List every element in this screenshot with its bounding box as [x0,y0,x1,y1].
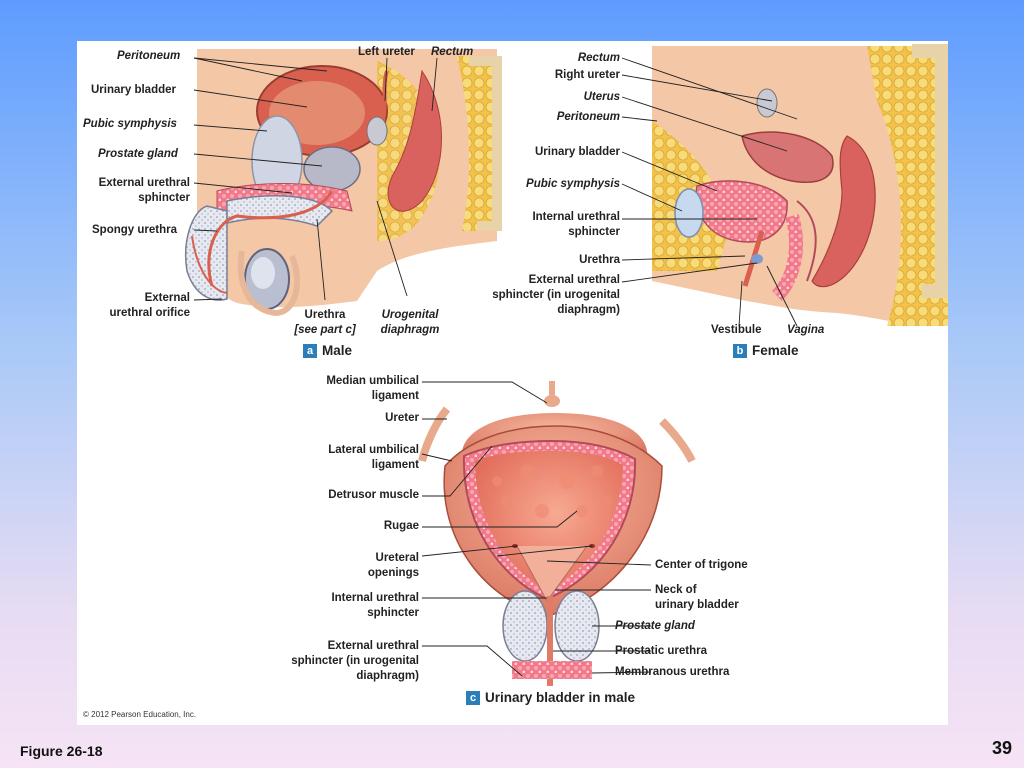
label-male-see-part-c: [see part c] [294,324,356,336]
panel-b-badge: b [733,344,747,358]
label-female-ext-sphincter-line1: External urethral [528,274,620,286]
figure-caption: Figure 26-18 [20,743,103,759]
leader-lines [193,57,798,677]
label-int-sphincter-line2: sphincter [367,607,419,619]
label-female-peritoneum: Peritoneum [556,111,620,123]
anatomy-illustrations [185,44,948,686]
label-female-uterus: Uterus [583,91,620,103]
label-male-urinary-bladder: Urinary bladder [91,84,176,96]
label-female-urinary-bladder: Urinary bladder [535,146,620,158]
female-illustration [652,44,948,326]
male-illustration [185,49,502,317]
panel-a-title: a Male [303,343,352,358]
label-lateral-umb-line1: Lateral umbilical [328,444,419,456]
label-male-pubic-symphysis: Pubic symphysis [83,118,177,130]
label-male-left-ureter: Left ureter [358,46,415,58]
label-neck-of-urinary-bladder: Neck of urinary bladder [655,583,739,613]
label-prostatic-urethra: Prostatic urethra [615,645,708,657]
label-ureteral-line2: openings [367,567,419,579]
label-center-of-trigone: Center of trigone [655,559,748,571]
label-median-umb-line2: ligament [371,390,419,402]
label-male-ext-orifice-line2: urethral orifice [109,307,190,319]
label-male-urogenital-diaphragm: Urogenital diaphragm [370,308,450,338]
label-median-umbilical-ligament: Median umbilical ligament [277,374,419,404]
figure-panel: Peritoneum Urinary bladder Pubic symphys… [77,41,948,725]
label-neck-line1: Neck of [655,584,697,596]
label-int-sphincter-line1: Internal urethral [331,592,419,604]
label-median-umb-line1: Median umbilical [326,375,419,387]
label-ureteral-openings: Ureteral openings [277,551,419,581]
label-prostate-gland: Prostate gland [615,620,695,632]
panel-c-badge: c [466,691,480,705]
label-rugae: Rugae [383,520,419,532]
label-ext-sphincter-line1: External urethral [327,640,419,652]
label-female-right-ureter: Right ureter [554,69,620,81]
label-female-external-urethral-sphincter: External urethral sphincter (in urogenit… [457,273,620,318]
panel-b-title-text: Female [752,343,799,358]
label-female-ext-sphincter-line3: diaphragm) [557,304,620,316]
label-male-urogenital-line2: diaphragm [380,324,440,336]
label-female-internal-urethral-sphincter: Internal urethral sphincter [497,210,620,240]
label-lateral-umbilical-ligament: Lateral umbilical ligament [277,443,419,473]
label-male-urethra-line1: Urethra [304,309,346,321]
label-male-urogenital-line1: Urogenital [381,309,439,321]
label-female-vagina: Vagina [787,324,825,336]
label-lateral-umb-line2: ligament [371,459,419,471]
label-ureteral-line1: Ureteral [375,552,419,564]
label-female-vestibule: Vestibule [711,324,762,336]
label-female-ext-sphincter-line2: sphincter (in urogenital [492,289,620,301]
panel-c-title-text: Urinary bladder in male [485,690,636,705]
label-female-int-sphincter-line1: Internal urethral [532,211,620,223]
label-male-external-urethral-sphincter: External urethral sphincter [77,176,190,206]
label-male-ext-sphincter-line2: sphincter [138,192,190,204]
label-ureter: Ureter [385,412,419,424]
label-female-int-sphincter-line2: sphincter [568,226,620,238]
label-male-rectum: Rectum [431,46,474,58]
copyright-notice: © 2012 Pearson Education, Inc. [83,710,197,719]
label-male-ext-orifice-line1: External [144,292,190,304]
panel-a-title-text: Male [322,343,353,358]
label-internal-urethral-sphincter: Internal urethral sphincter [277,591,419,621]
label-external-urethral-sphincter: External urethral sphincter (in urogenit… [257,639,419,684]
page-number: 39 [992,738,1013,758]
label-male-spongy-urethra: Spongy urethra [92,224,177,236]
panel-b-title: b Female [733,343,799,358]
panel-c-title: c Urinary bladder in male [466,690,635,705]
label-male-external-urethral-orifice: External urethral orifice [77,291,190,321]
label-detrusor-muscle: Detrusor muscle [328,489,419,501]
label-membranous-urethra: Membranous urethra [615,666,730,678]
label-female-urethra: Urethra [579,254,620,266]
label-male-peritoneum: Peritoneum [117,50,181,62]
label-ext-sphincter-line3: diaphragm) [356,670,419,682]
label-ext-sphincter-line2: sphincter (in urogenital [291,655,419,667]
label-male-ext-sphincter-line1: External urethral [98,177,190,189]
panel-a-badge: a [303,344,317,358]
label-neck-line2: urinary bladder [655,599,739,611]
label-male-prostate-gland: Prostate gland [98,148,178,160]
label-male-urethra: Urethra [see part c] [285,308,365,338]
label-female-pubic-symphysis: Pubic symphysis [526,178,620,190]
bladder-illustration [418,381,696,686]
label-female-rectum: Rectum [577,52,620,64]
